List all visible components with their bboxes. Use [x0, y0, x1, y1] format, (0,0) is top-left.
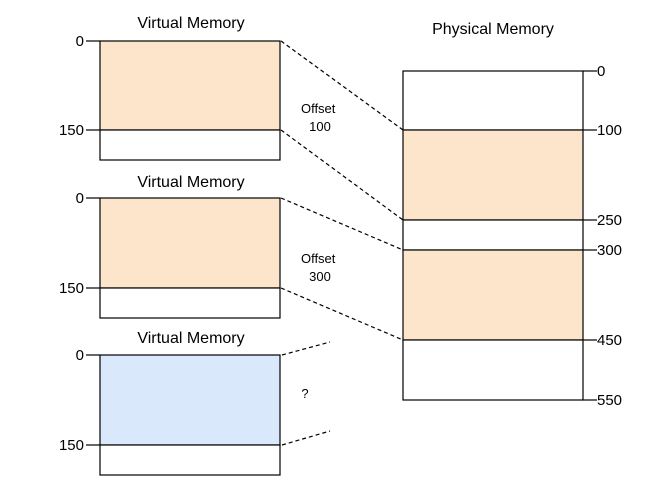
- virtual-mapped-region-1: [99, 40, 281, 131]
- mapping-dashed-line: [281, 430, 331, 446]
- physical-free-region-450-550: [402, 339, 584, 401]
- virtual-tick-150: 150: [59, 437, 84, 454]
- physical-tick-0: 0: [597, 63, 605, 80]
- physical-tick-550: 550: [597, 392, 622, 409]
- physical-tick-250: 250: [597, 212, 622, 229]
- physical-tick-450: 450: [597, 332, 622, 349]
- offset-label-line2: 300: [309, 269, 331, 284]
- mapping-dashed-line: [281, 341, 331, 356]
- virtual-mapped-region-2: [99, 197, 281, 289]
- virtual-memory-title-3: Virtual Memory: [137, 330, 244, 347]
- virtual-memory-block-3: Virtual Memory 0 150 ?: [59, 330, 331, 476]
- physical-mapped-region-100-250: [402, 129, 584, 221]
- virtual-unmapped-region-3: [99, 354, 281, 446]
- virtual-memory-title-2: Virtual Memory: [137, 174, 244, 191]
- physical-mapped-region-300-450: [402, 249, 584, 341]
- virtual-tick-150: 150: [59, 122, 84, 139]
- mapping-dashed-line: [280, 287, 404, 341]
- physical-free-region-250-300: [402, 219, 584, 251]
- offset-label-2: Offset 300: [301, 251, 339, 284]
- virtual-tick-0: 0: [76, 190, 84, 207]
- physical-tick-100: 100: [597, 122, 622, 139]
- offset-label-line1: Offset: [301, 101, 336, 116]
- offset-label-line2: 100: [309, 119, 331, 134]
- offset-label-line1: Offset: [301, 251, 336, 266]
- mapping-dashed-line: [280, 129, 404, 221]
- virtual-empty-region-2: [99, 287, 281, 319]
- physical-tick-300: 300: [597, 242, 622, 259]
- virtual-memory-title-1: Virtual Memory: [137, 15, 244, 32]
- physical-memory-title: Physical Memory: [432, 21, 554, 38]
- mapping-dashed-line: [280, 197, 404, 251]
- virtual-tick-0: 0: [76, 347, 84, 364]
- virtual-memory-block-1: Virtual Memory 0 150 Offset 100: [59, 15, 404, 221]
- virtual-empty-region-3: [99, 444, 281, 476]
- virtual-memory-block-2: Virtual Memory 0 150 Offset 300: [59, 174, 404, 341]
- virtual-tick-0: 0: [76, 33, 84, 50]
- virtual-tick-150: 150: [59, 280, 84, 297]
- physical-memory: Physical Memory 0 100 250 300 450 550: [402, 21, 622, 409]
- virtual-empty-region-1: [99, 129, 281, 161]
- unknown-offset-label: ?: [301, 386, 308, 401]
- mapping-dashed-line: [280, 40, 404, 131]
- physical-free-region-0-100: [402, 70, 584, 131]
- offset-label-1: Offset 100: [301, 101, 339, 134]
